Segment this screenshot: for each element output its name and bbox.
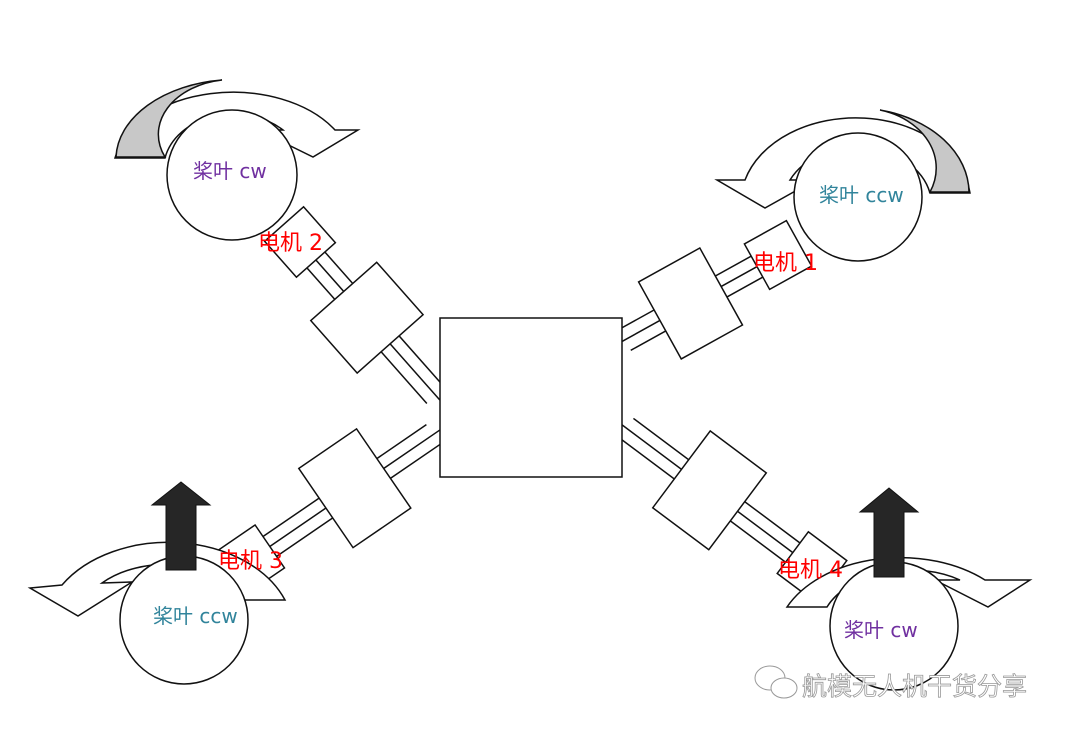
motor-label-2: 电机 2 — [258, 231, 323, 256]
motor-label-4: 电机 4 — [778, 558, 843, 583]
thrust-arrow-up-icon — [150, 481, 212, 571]
motor-label-3: 电机 3 — [218, 549, 283, 574]
motor-1-mount — [743, 219, 813, 291]
prop-2: 桨叶 cw — [114, 79, 361, 241]
motor-label-1: 电机 1 — [753, 251, 818, 276]
prop-label: 桨叶 ccw — [153, 604, 238, 628]
center-body — [439, 317, 623, 478]
arm-4 — [612, 417, 848, 604]
arm-clamp — [309, 261, 425, 375]
rotation-arrow-shade — [115, 79, 223, 158]
prop-1: 桨叶 ccw — [714, 109, 971, 262]
watermark: 航模无人机干货分享 — [802, 672, 1027, 701]
prop-label: 桨叶 cw — [844, 618, 918, 642]
arm-clamp — [637, 247, 744, 360]
arm-clamp — [651, 429, 768, 551]
prop-label: 桨叶 ccw — [819, 183, 904, 207]
arm-1 — [612, 219, 813, 360]
rotation-arrow-shade — [879, 109, 970, 193]
arm-2 — [263, 205, 453, 404]
motor-2-mount — [263, 205, 337, 279]
prop-label: 桨叶 cw — [193, 159, 267, 183]
thrust-arrow-up-icon — [858, 487, 920, 578]
arm-clamp — [297, 427, 412, 549]
prop-3: 桨叶 ccw — [27, 481, 287, 685]
prop-4: 桨叶 cw — [785, 487, 1033, 691]
propeller-circle — [166, 109, 298, 241]
wechat-icon — [754, 665, 798, 699]
propeller-circle — [793, 132, 923, 262]
